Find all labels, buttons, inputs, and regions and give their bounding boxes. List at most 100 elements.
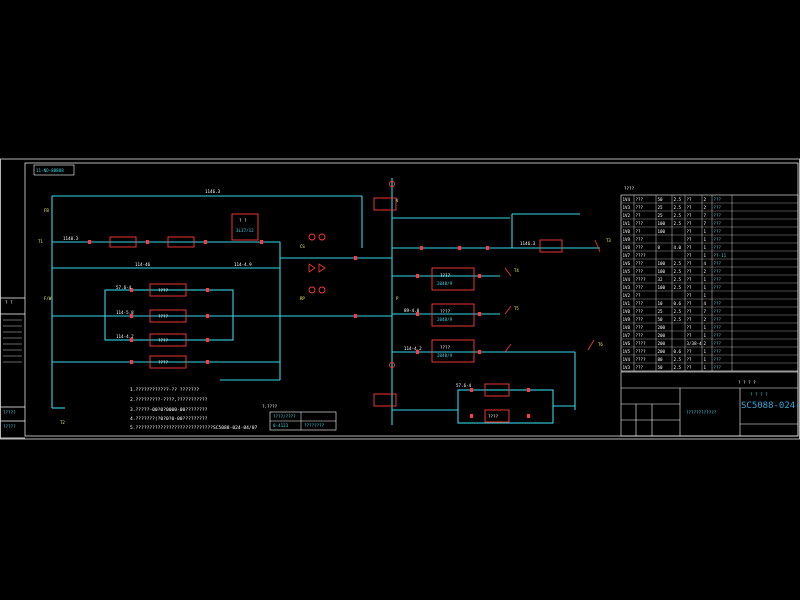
parts-table-cell: ??? <box>714 357 722 362</box>
parts-table-cell: ??? <box>714 341 722 346</box>
box-d-label: ???? <box>158 288 169 293</box>
box-top-label: ? ? <box>239 218 247 223</box>
label-line-b: 57.6-4 <box>116 285 132 290</box>
parts-table-cell: ??? <box>714 245 722 250</box>
parts-table-cell: 1 <box>704 253 707 258</box>
tag-v: V <box>396 198 399 203</box>
parts-table-cell: 1V6 <box>623 261 631 266</box>
parts-table-cell: 2.5 <box>674 205 682 210</box>
parts-table-cell: 50 <box>658 197 664 202</box>
parts-table-cell: ?? <box>687 237 693 242</box>
parts-table-cell: 1V7 <box>623 253 631 258</box>
parts-table-cell: ??? <box>636 285 644 290</box>
parts-table-cell: ?? <box>687 349 693 354</box>
label-line-g: 57.6-4 <box>456 383 472 388</box>
parts-table-cell: ?? <box>687 245 693 250</box>
parts-table-cell: 7 <box>704 221 707 226</box>
parts-table-cell: 50 <box>658 317 664 322</box>
parts-table-cell: 25 <box>658 213 664 218</box>
note-4: 4.???????(?0?0?0-00????????? <box>130 416 208 422</box>
valve-marks <box>88 240 530 418</box>
parts-table-cell: 200 <box>658 349 666 354</box>
box-f-label: ???? <box>158 338 169 343</box>
title-block-sub: ? ? ? ? <box>750 392 768 397</box>
parts-table-cell: ???? <box>636 357 647 362</box>
parts-table-cell: 2.5 <box>674 357 682 362</box>
parts-table-cell: ??? <box>636 261 644 266</box>
parts-table-cell: 200 <box>658 341 666 346</box>
parts-table-cell: 1V1 <box>623 301 631 306</box>
parts-table-cell: 1 <box>704 333 707 338</box>
parts-table-cell: 2 <box>704 317 707 322</box>
parts-table-cell: ??? <box>714 285 722 290</box>
parts-table-cell: ?? <box>687 221 693 226</box>
parts-table-cell: ??? <box>714 229 722 234</box>
legend-cell-a: ????/???? <box>273 414 296 419</box>
side-tag-a: ????? <box>3 410 16 415</box>
parts-table-cell: ?? <box>687 309 693 314</box>
parts-table-cell: 100 <box>658 261 666 266</box>
note-3: 3.?????-00?0?0000-00???????? <box>130 407 208 413</box>
tag-t1: T1 <box>38 239 43 244</box>
parts-table-cell: 1V2 <box>623 213 631 218</box>
parts-table-cell: ??? <box>714 237 722 242</box>
parts-table-cell: 4.0 <box>674 245 682 250</box>
parts-table-cell: ???? <box>636 341 647 346</box>
parts-table-cell: ?? <box>636 293 642 298</box>
parts-table-cell: 1 <box>704 237 707 242</box>
box-e-label: ???? <box>158 314 169 319</box>
legend: ?.???? ????/???? 0-4123 ???????? <box>262 404 337 431</box>
tag-t2: T2 <box>60 420 65 425</box>
parts-table-cell: 2 <box>704 197 707 202</box>
box-c-label: ???? <box>440 345 451 350</box>
parts-table-cell: 8 <box>658 245 661 250</box>
label-line-f: 89-4.0 <box>404 308 420 313</box>
parts-table-cell: 1V5 <box>623 349 631 354</box>
parts-table-cell: 7 <box>704 309 707 314</box>
tag-fb: FB <box>44 208 49 213</box>
parts-table-cell: 2.5 <box>674 309 682 314</box>
parts-table-cell: 100 <box>658 221 666 226</box>
parts-table-cell: 2.5 <box>674 317 682 322</box>
parts-table-cell: ??? <box>636 301 644 306</box>
label-line-a: 1140.3 <box>63 236 79 241</box>
parts-table-cell: 2.5 <box>674 213 682 218</box>
box-g-label: ???? <box>158 360 169 365</box>
parts-table-cell: ??? <box>636 221 644 226</box>
parts-table-cell: 1V3 <box>623 365 631 370</box>
box-a-label: ???? <box>440 273 451 278</box>
left-side-strip <box>3 319 22 363</box>
parts-table-cell: 1 <box>704 325 707 330</box>
parts-table-cell: ?? <box>687 205 693 210</box>
parts-table-cell: ?? <box>687 253 693 258</box>
parts-table-cell: ??? <box>636 205 644 210</box>
tag-t6: T6 <box>598 342 603 347</box>
parts-table-cell: ??? <box>714 277 722 282</box>
parts-table-cell: ?? <box>687 333 693 338</box>
parts-table-cell: 1 <box>704 293 707 298</box>
parts-table-cell: 1V0 <box>623 309 631 314</box>
parts-table-cell: 50 <box>658 365 664 370</box>
box-b-sub: 2048/9 <box>437 317 453 322</box>
parts-table-cell: 100 <box>658 269 666 274</box>
equipment <box>109 181 563 423</box>
parts-table-cell: ?? <box>687 301 693 306</box>
parts-table-cell: 100 <box>658 229 666 234</box>
parts-table-cell: ???? <box>636 349 647 354</box>
parts-table-cell: ?? <box>636 213 642 218</box>
parts-table-cell: ??? <box>636 317 644 322</box>
tag-fw: F/W <box>44 296 52 301</box>
label-line-c: 114-5.8 <box>116 310 134 315</box>
note-2: 2.?????????-????,??????????? <box>130 397 208 403</box>
parts-table-cell: ??? <box>714 333 722 338</box>
parts-table-cell: ??? <box>636 245 644 250</box>
parts-table-cell: 2.5 <box>674 285 682 290</box>
parts-table-cell: ??? <box>714 221 722 226</box>
parts-table-cell: 7 <box>704 213 707 218</box>
parts-table-title: ???? <box>624 186 635 191</box>
parts-table-cell: ??? <box>636 269 644 274</box>
parts-table-cell: 1 <box>704 229 707 234</box>
parts-table-cell: 1V2 <box>623 293 631 298</box>
pipe-labels: 1146.3 114-46 114-4.9 1140.3 57.6-4 114-… <box>38 189 611 425</box>
